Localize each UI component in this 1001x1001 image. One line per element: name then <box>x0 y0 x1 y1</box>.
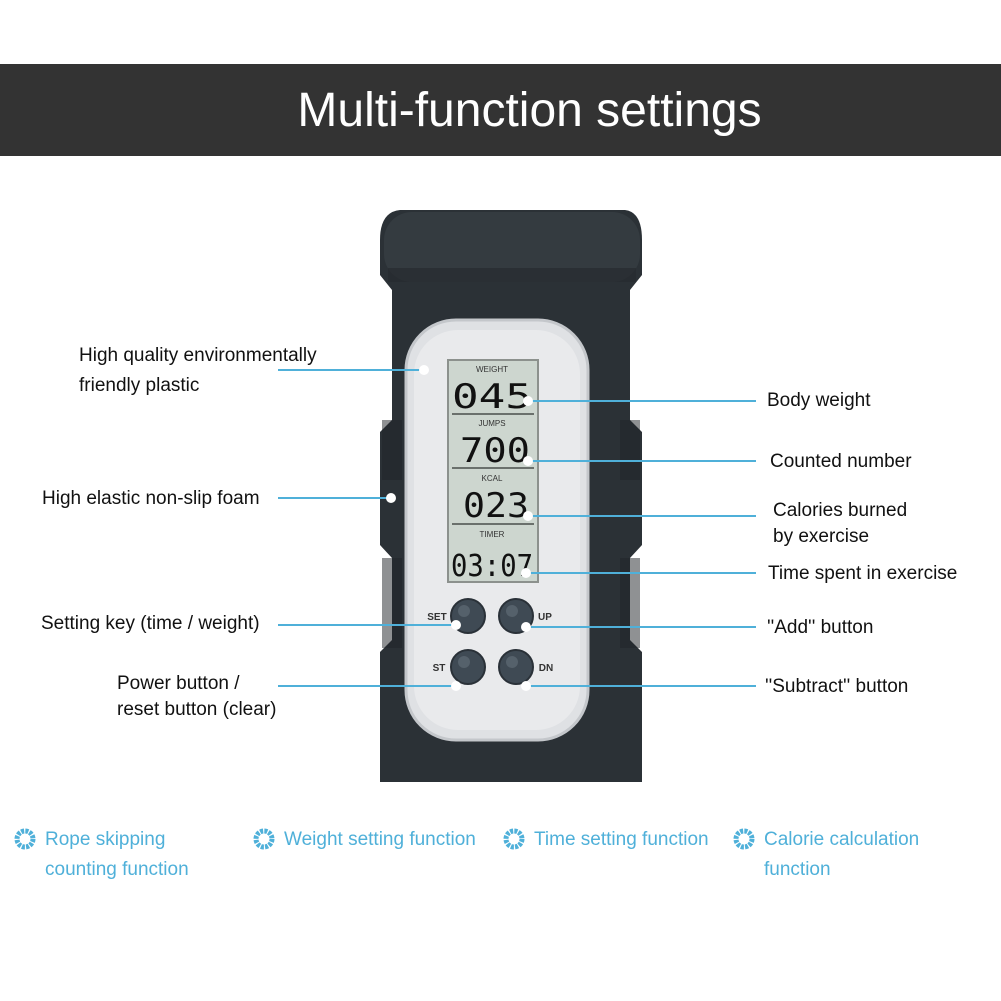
feature-item-time-setting: Time setting function <box>502 825 709 855</box>
feature-item-weight-setting: Weight setting function <box>252 825 476 855</box>
page-title: Multi-function settings <box>297 83 762 137</box>
callout-body-weight: Body weight <box>767 390 871 411</box>
callout-plastic: High quality environmentally friendly pl… <box>79 343 317 399</box>
ring-bullet-icon <box>733 828 755 850</box>
ring-bullet-icon <box>14 828 36 850</box>
lcd-screen <box>447 359 539 583</box>
callout-power-line-2: reset button (clear) <box>117 699 277 720</box>
lcd-label-jumps: JUMPS <box>478 419 505 428</box>
feature-text-line: Calorie calculation <box>764 829 920 850</box>
ring-bullet-icon <box>253 828 275 850</box>
lcd-value-weight: 045 <box>452 377 532 417</box>
st-button[interactable] <box>450 649 486 685</box>
feature-item-calorie-calculation: Calorie calculation function <box>732 825 919 885</box>
lcd-value-kcal: 023 <box>463 486 529 526</box>
callout-foam: High elastic non-slip foam <box>42 488 260 509</box>
callout-power-line-1: Power button / <box>117 673 240 694</box>
callout-dots <box>386 365 533 691</box>
callout-counted-number: Counted number <box>770 451 912 472</box>
lcd-value-jumps: 700 <box>460 431 530 471</box>
feature-item-rope-skipping: Rope skipping counting function <box>13 825 189 885</box>
up-button-label: UP <box>538 612 552 623</box>
set-button[interactable] <box>450 598 486 634</box>
st-button-label: ST <box>433 663 446 674</box>
callout-add: ''Add'' button <box>767 617 874 638</box>
callout-calories-line-2: by exercise <box>773 526 870 547</box>
callout-time-spent: Time spent in exercise <box>768 563 958 584</box>
callout-power: Power button / reset button (clear) <box>117 671 276 723</box>
feature-text-line: Rope skipping <box>45 829 166 850</box>
lcd-label-kcal: KCAL <box>482 474 503 483</box>
callout-plastic-line-2: friendly plastic <box>79 375 200 396</box>
callout-calories-line-1: Calories burned <box>773 500 908 521</box>
title-banner: Multi-function settings <box>0 64 1001 156</box>
callout-calories: Calories burned by exercise <box>773 498 907 550</box>
lcd-label-weight: WEIGHT <box>476 365 508 374</box>
feature-text-line: Weight setting function <box>284 829 476 850</box>
dn-button[interactable] <box>498 649 534 685</box>
dn-button-label: DN <box>539 663 553 674</box>
callout-plastic-line-1: High quality environmentally <box>79 345 317 366</box>
set-button-label: SET <box>427 612 446 623</box>
callout-lines <box>278 369 756 687</box>
feature-text-line: function <box>764 859 831 880</box>
feature-text-line: Time setting function <box>534 829 709 850</box>
lcd-label-timer: TIMER <box>480 530 505 539</box>
ring-bullet-icon <box>503 828 525 850</box>
lcd-value-timer: 03:07 <box>451 549 533 584</box>
callout-subtract: ''Subtract'' button <box>765 676 909 697</box>
callout-setting-key: Setting key (time / weight) <box>41 613 260 634</box>
feature-text-line: counting function <box>45 859 189 880</box>
